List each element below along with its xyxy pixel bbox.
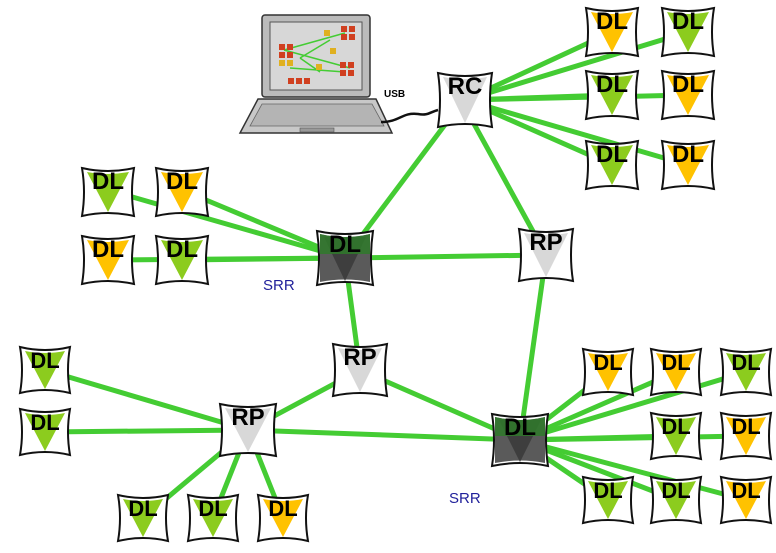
- dl-node: DL: [256, 493, 310, 543]
- dl-node: DL: [584, 139, 640, 191]
- dl-node-label: DL: [731, 414, 760, 439]
- dl-node: DL: [719, 475, 773, 525]
- network-links: [42, 29, 749, 521]
- dl-node: DL: [660, 6, 716, 58]
- dl-node-label: DL: [166, 168, 198, 195]
- srr-node-right: DL: [490, 412, 550, 468]
- srr-caption-right: SRR: [449, 490, 481, 507]
- dl-node-pointer: [656, 417, 696, 455]
- laptop-icon: [238, 14, 439, 134]
- dl-node-label: DL: [672, 71, 704, 98]
- dl-node-pointer: [263, 499, 303, 537]
- dl-node-pointer: [161, 240, 203, 280]
- dl-node-pointer: [87, 172, 129, 212]
- dl-node: DL: [116, 493, 170, 543]
- rc-node-pointer: [443, 77, 487, 123]
- srr-node-left-band: [320, 234, 370, 254]
- rp-node-left-label: RP: [231, 404, 264, 431]
- dl-node-label: DL: [128, 496, 157, 521]
- dl-node-pointer: [25, 351, 65, 389]
- dl-node-label: DL: [166, 236, 198, 263]
- dl-node-pointer: [591, 75, 633, 115]
- dl-node-label: DL: [92, 236, 124, 263]
- dl-node-label: DL: [92, 168, 124, 195]
- dl-node: DL: [719, 347, 773, 397]
- dl-node-pointer: [161, 172, 203, 212]
- dl-node-label: DL: [30, 410, 59, 435]
- dl-node: DL: [154, 234, 210, 286]
- dl-node-label: DL: [593, 350, 622, 375]
- dl-node-pointer: [588, 481, 628, 519]
- srr-node-right-band: [495, 417, 545, 436]
- dl-node: DL: [649, 475, 703, 525]
- dl-node: DL: [660, 69, 716, 121]
- dl-node-label: DL: [30, 348, 59, 373]
- dl-node-pointer: [591, 145, 633, 185]
- dl-node-label: DL: [596, 8, 628, 35]
- dl-node-label: DL: [596, 141, 628, 168]
- dl-node: DL: [581, 475, 635, 525]
- usb-label: USB: [384, 89, 405, 100]
- dl-node-pointer: [25, 413, 65, 451]
- dl-node-pointer: [667, 145, 709, 185]
- dl-node: DL: [660, 139, 716, 191]
- dl-node-label: DL: [198, 496, 227, 521]
- dl-node-pointer: [726, 417, 766, 455]
- dl-node-label: DL: [268, 496, 297, 521]
- rc-node: RC: [436, 71, 494, 129]
- dl-node: DL: [80, 234, 136, 286]
- srr-node-left-label: DL: [329, 231, 361, 258]
- dl-node-label: DL: [731, 350, 760, 375]
- srr-caption-left: SRR: [263, 277, 295, 294]
- dl-node-pointer: [656, 353, 696, 391]
- rp-node-top-label: RP: [529, 229, 562, 256]
- dl-node-label: DL: [661, 350, 690, 375]
- dl-node: DL: [649, 347, 703, 397]
- dl-node-label: DL: [661, 414, 690, 439]
- dl-node-label: DL: [731, 478, 760, 503]
- dl-node-label: DL: [596, 71, 628, 98]
- rp-node-left-pointer: [225, 408, 271, 452]
- dl-node: DL: [649, 411, 703, 461]
- dl-node: DL: [719, 411, 773, 461]
- rp-node-top-pointer: [524, 233, 568, 277]
- rp-node-top: RP: [517, 227, 575, 283]
- dl-node-pointer: [726, 481, 766, 519]
- dl-node-label: DL: [661, 478, 690, 503]
- srr-node-right-label: DL: [504, 414, 536, 441]
- dl-node-pointer: [667, 12, 709, 52]
- dl-node: DL: [18, 407, 72, 457]
- dl-node-label: DL: [672, 141, 704, 168]
- dl-node-pointer: [726, 353, 766, 391]
- dl-node-pointer: [193, 499, 233, 537]
- dl-node: DL: [154, 166, 210, 218]
- rp-node-mid-pointer: [338, 348, 382, 392]
- rc-node-label: RC: [448, 73, 483, 100]
- dl-node-pointer: [87, 240, 129, 280]
- rp-node-mid: RP: [331, 342, 389, 398]
- dl-node-pointer: [667, 75, 709, 115]
- rp-node-left: RP: [218, 402, 278, 458]
- rp-node-mid-label: RP: [343, 344, 376, 371]
- dl-node: DL: [584, 69, 640, 121]
- dl-node-pointer: [591, 12, 633, 52]
- dl-node-label: DL: [672, 8, 704, 35]
- dl-node: DL: [581, 347, 635, 397]
- dl-node: DL: [584, 6, 640, 58]
- dl-node-pointer: [588, 353, 628, 391]
- srr-node-left: DL: [315, 229, 375, 287]
- dl-node: DL: [186, 493, 240, 543]
- dl-node-pointer: [656, 481, 696, 519]
- dl-node: DL: [80, 166, 136, 218]
- dl-node-pointer: [123, 499, 163, 537]
- dl-node-label: DL: [593, 478, 622, 503]
- dl-node: DL: [18, 345, 72, 395]
